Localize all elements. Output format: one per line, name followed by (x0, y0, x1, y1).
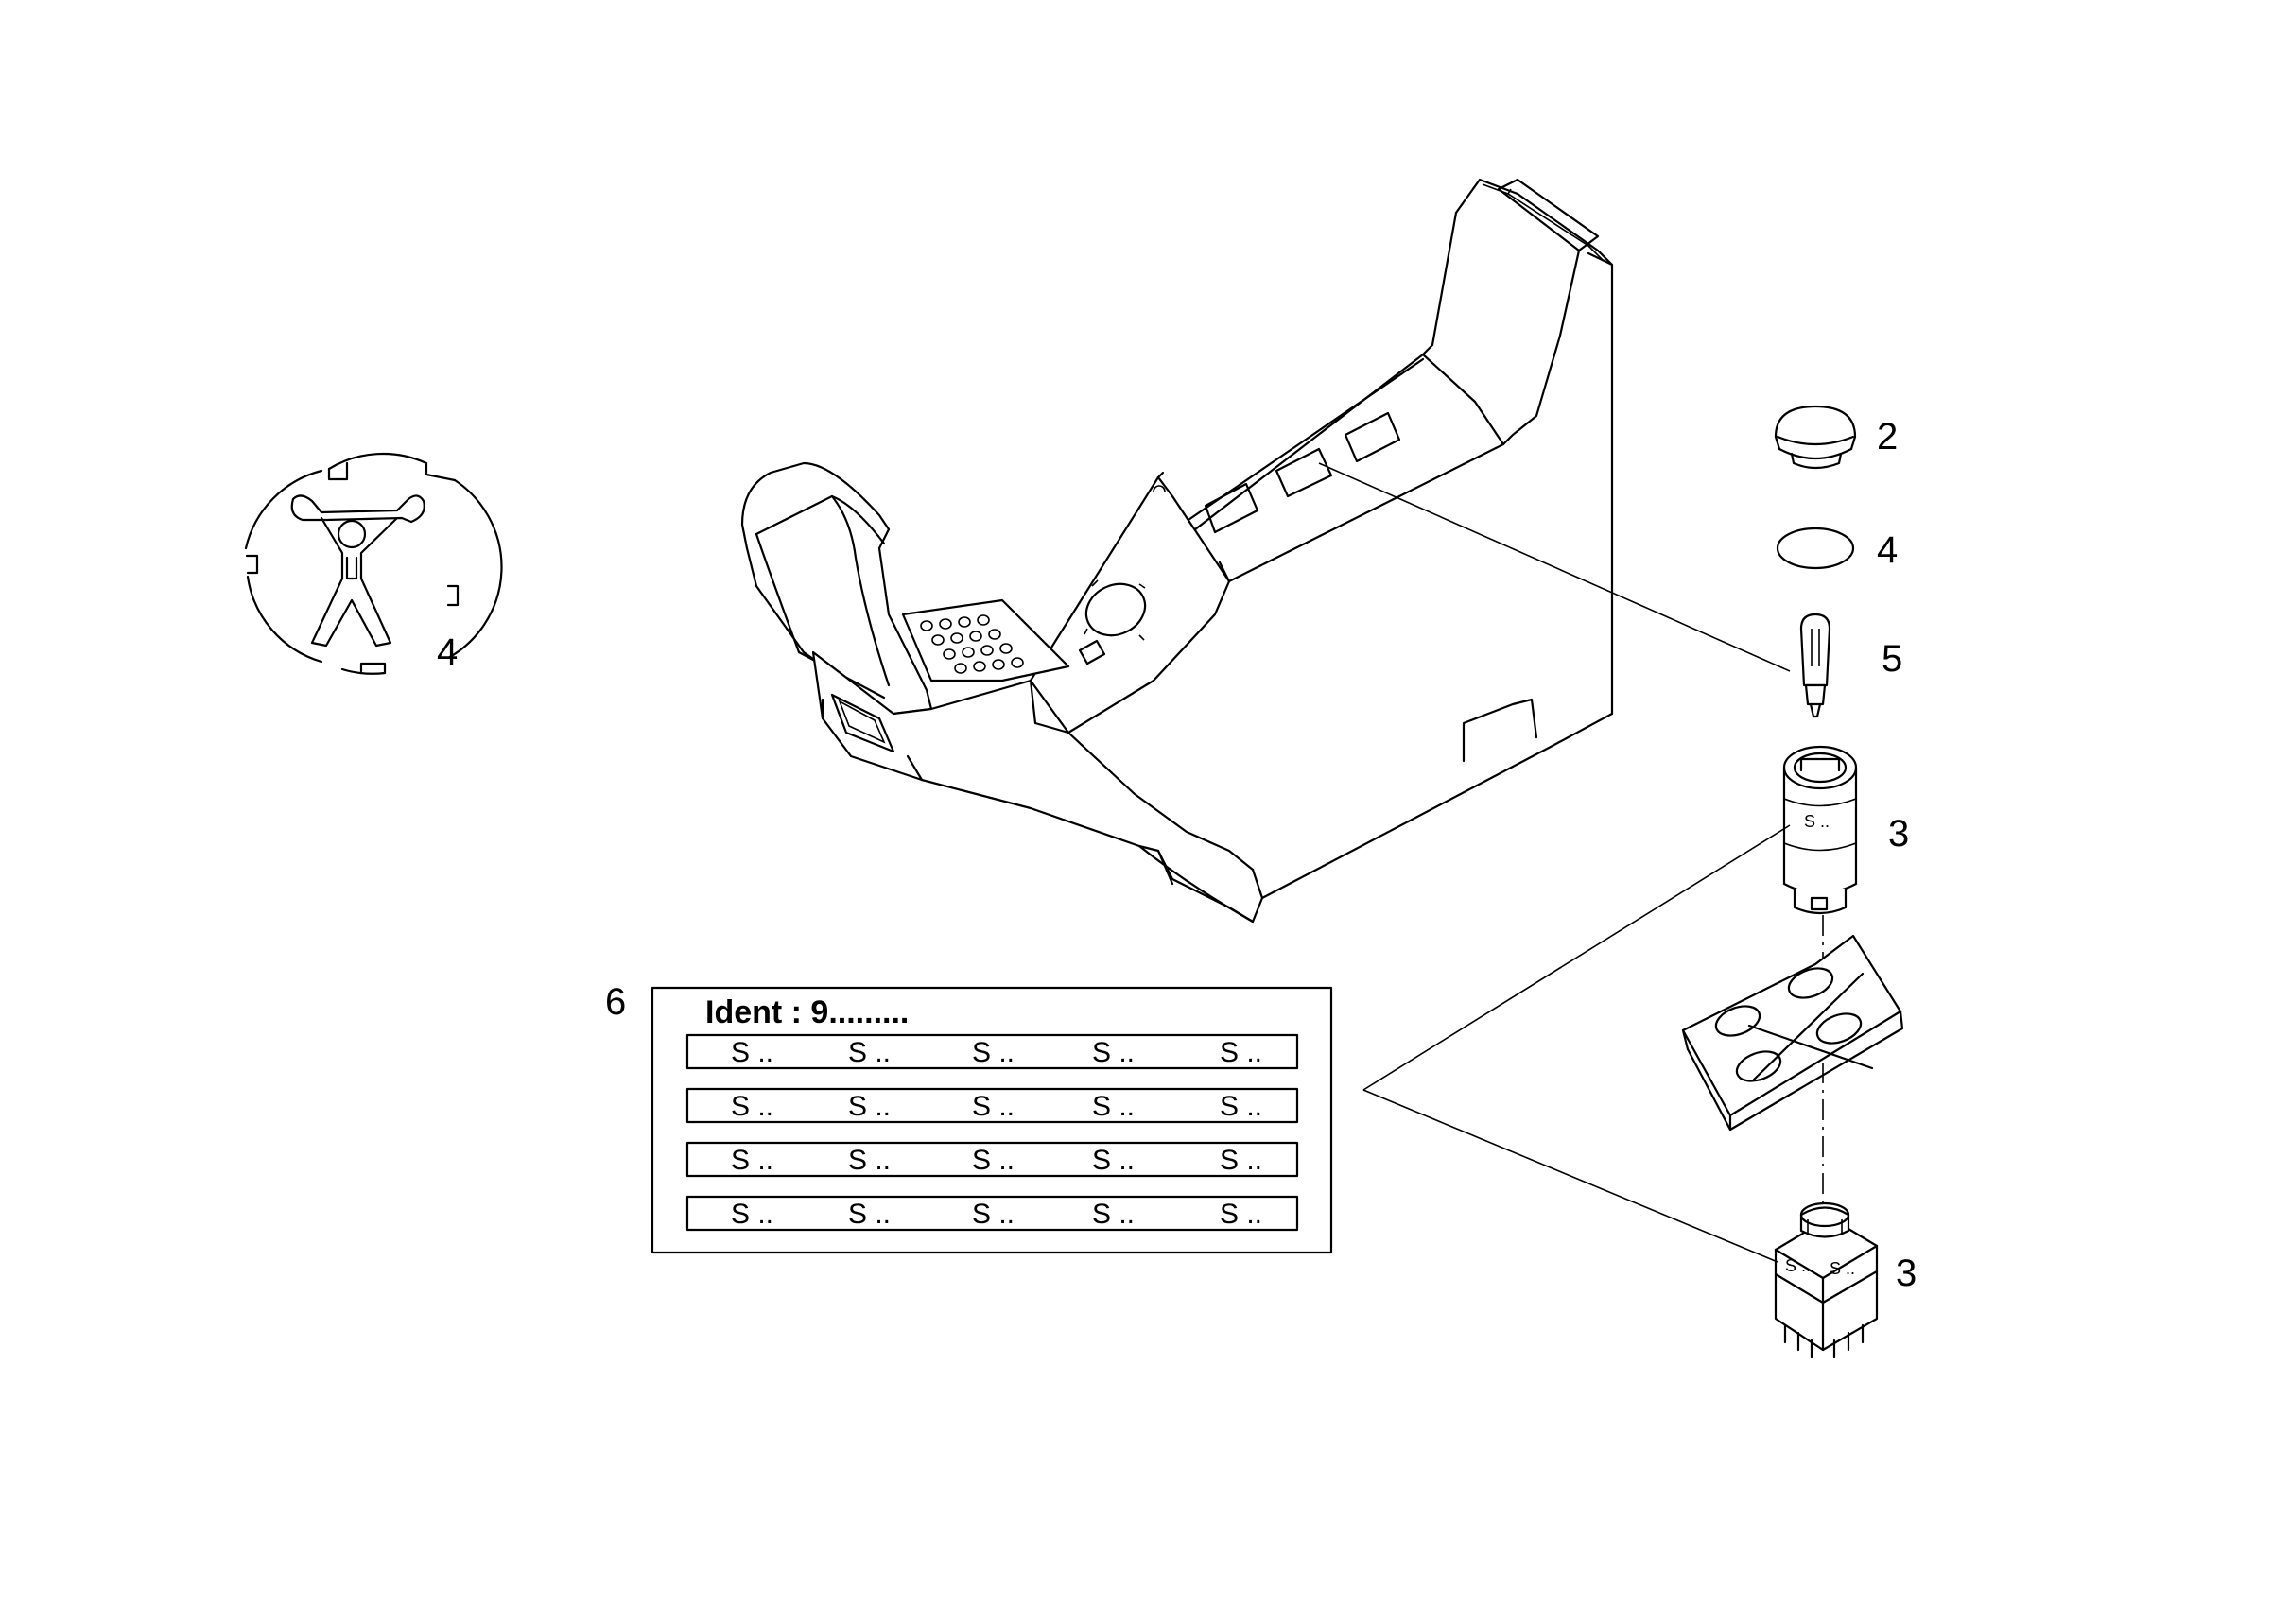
ident-table-cell: S .. (972, 1145, 1015, 1176)
part-switch-block: S .. S .. (1774, 1201, 1879, 1359)
part-bracket (1681, 934, 1904, 1132)
ident-table-title: Ident : 9......... (705, 994, 909, 1030)
callout-3-upper: 3 (1888, 813, 1909, 855)
ident-table-cell: S .. (1092, 1145, 1135, 1176)
ident-table-cell: S .. (1092, 1091, 1135, 1122)
ident-table-row (685, 1195, 1299, 1232)
part-o-ring (1776, 527, 1855, 570)
ident-table-cell: S .. (972, 1091, 1015, 1122)
ident-table-cell: S .. (972, 1037, 1015, 1068)
callout-4-ring: 4 (1877, 529, 1898, 571)
ident-table-cell: S .. (1220, 1037, 1262, 1068)
ident-table-rows: S .. S .. S .. S .. S .. S .. S .. S .. S .. S ..… (685, 1033, 1299, 1232)
callout-6: 6 (605, 981, 626, 1023)
ident-table-row (685, 1141, 1299, 1178)
ident-table-cell: S .. (848, 1037, 891, 1068)
ident-table-cell: S .. (1092, 1037, 1135, 1068)
ident-table-cell: S .. (1220, 1091, 1262, 1122)
ident-label-table: Ident : 9......... S ..S ..S ..S ..S ..S… (651, 986, 1333, 1254)
weightlifter-icon (244, 452, 503, 675)
part-cap (1774, 405, 1857, 470)
exploded-parts: S .. S .. S .. (1681, 405, 1904, 1359)
callout-2: 2 (1877, 416, 1898, 458)
part-push-switch: S .. (1782, 745, 1858, 915)
ident-table-cell: S .. (848, 1199, 891, 1230)
ident-table-cell: S .. (731, 1199, 773, 1230)
ident-table-cell: S .. (848, 1145, 891, 1176)
ident-table-cell: S .. (848, 1091, 891, 1122)
ident-table-cell: S .. (731, 1037, 773, 1068)
upper-switch-label: S .. (1804, 812, 1830, 831)
callout-5: 5 (1882, 638, 1902, 680)
ident-table-row (685, 1087, 1299, 1124)
lower-switch-label-left: S .. (1785, 1256, 1811, 1275)
ident-table-cell: S .. (731, 1091, 773, 1122)
ident-table-cell: S .. (1092, 1199, 1135, 1230)
lower-switch-label-right: S .. (1830, 1259, 1855, 1278)
callout-3-lower: 3 (1896, 1253, 1917, 1294)
center-console-drawing (740, 178, 1614, 924)
part-bulb (1799, 613, 1831, 718)
leader-lines (1318, 462, 1791, 1263)
ident-table-cell: S .. (1220, 1145, 1262, 1176)
perforation-holes (920, 614, 1024, 674)
callout-4-badge: 4 (437, 631, 458, 673)
ident-table-cell: S .. (972, 1199, 1015, 1230)
ident-table-cell: S .. (731, 1145, 773, 1176)
ident-table-frame (651, 986, 1333, 1254)
ident-table-cell: S .. (1220, 1199, 1262, 1230)
ident-table-row (685, 1033, 1299, 1070)
